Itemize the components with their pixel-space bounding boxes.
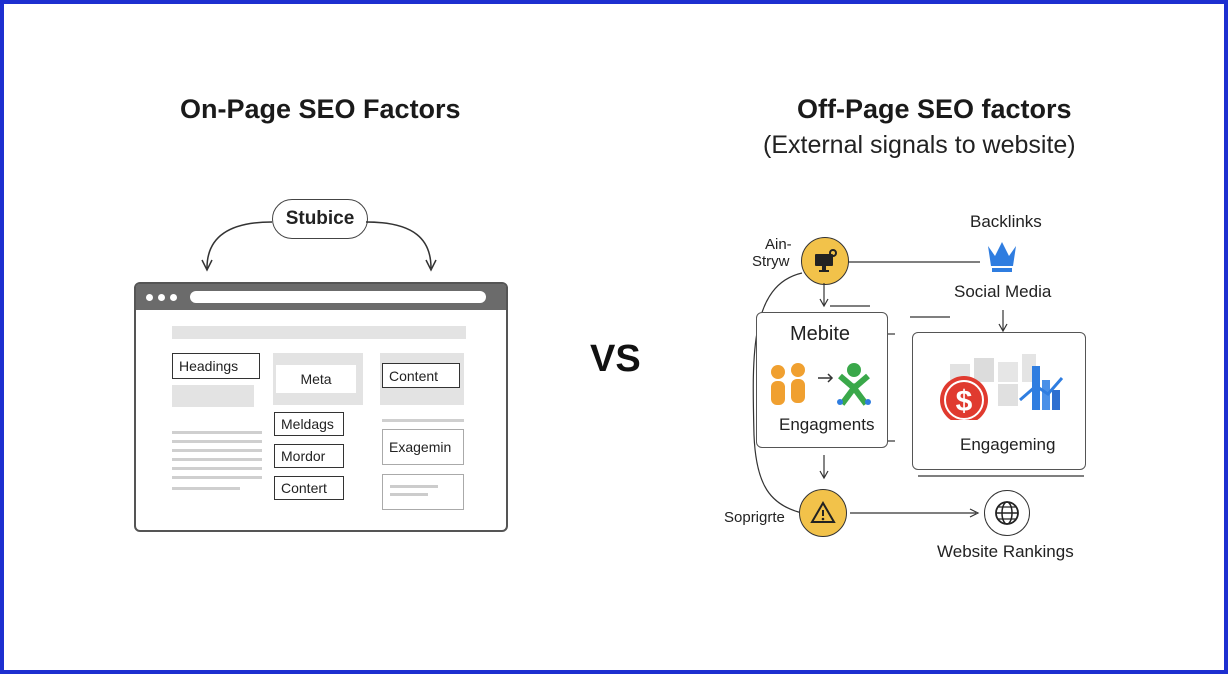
vs-label: VS xyxy=(590,338,641,380)
gray-block xyxy=(172,385,254,407)
stryw-label: Stryw xyxy=(752,253,790,270)
ain-label: Ain- xyxy=(765,236,792,253)
content-box: Content xyxy=(382,363,460,388)
headings-box: Headings xyxy=(172,353,260,379)
text-line xyxy=(172,467,262,470)
mebite-label: Mebite xyxy=(790,323,851,345)
meta-box: Meta xyxy=(276,365,356,393)
warning-icon xyxy=(799,489,847,537)
text-line xyxy=(172,458,262,461)
crown-icon xyxy=(984,236,1020,276)
window-dot xyxy=(158,294,165,301)
meldags-box: Meldags xyxy=(274,412,344,436)
pill-arrows xyxy=(201,221,437,272)
monitor-icon xyxy=(801,237,849,285)
contert-box: Contert xyxy=(274,476,344,500)
people-icon xyxy=(768,362,878,408)
address-bar xyxy=(190,291,486,303)
off-page-title: Off-Page SEO factors xyxy=(797,94,1072,124)
text-card xyxy=(382,474,464,510)
off-page-subtitle: (External signals to website) xyxy=(763,131,1076,159)
stubice-pill: Stubice xyxy=(272,199,368,239)
text-line xyxy=(382,419,464,422)
on-page-title: On-Page SEO Factors xyxy=(180,94,461,124)
window-dot xyxy=(170,294,177,301)
exagemin-box: Exagemin xyxy=(382,429,464,465)
backlinks-label: Backlinks xyxy=(970,212,1042,231)
engagments-label: Engagments xyxy=(779,415,875,434)
engageming-label: Engageming xyxy=(960,435,1056,454)
connector-lines xyxy=(752,261,1084,518)
window-dot xyxy=(146,294,153,301)
mordor-box: Mordor xyxy=(274,444,344,468)
social-media-label: Social Media xyxy=(954,282,1052,301)
browser-toolbar xyxy=(136,284,506,310)
dollar-icon: $ xyxy=(936,350,1066,424)
soprigrte-label: Soprigrte xyxy=(724,509,785,526)
text-line xyxy=(172,449,262,452)
website-rankings-label: Website Rankings xyxy=(937,542,1074,561)
globe-icon xyxy=(984,490,1030,536)
text-line xyxy=(172,440,262,443)
text-line xyxy=(172,476,262,479)
text-line xyxy=(172,487,240,490)
header-block xyxy=(172,326,466,339)
svg-text:$: $ xyxy=(956,385,973,418)
text-line xyxy=(172,431,262,434)
